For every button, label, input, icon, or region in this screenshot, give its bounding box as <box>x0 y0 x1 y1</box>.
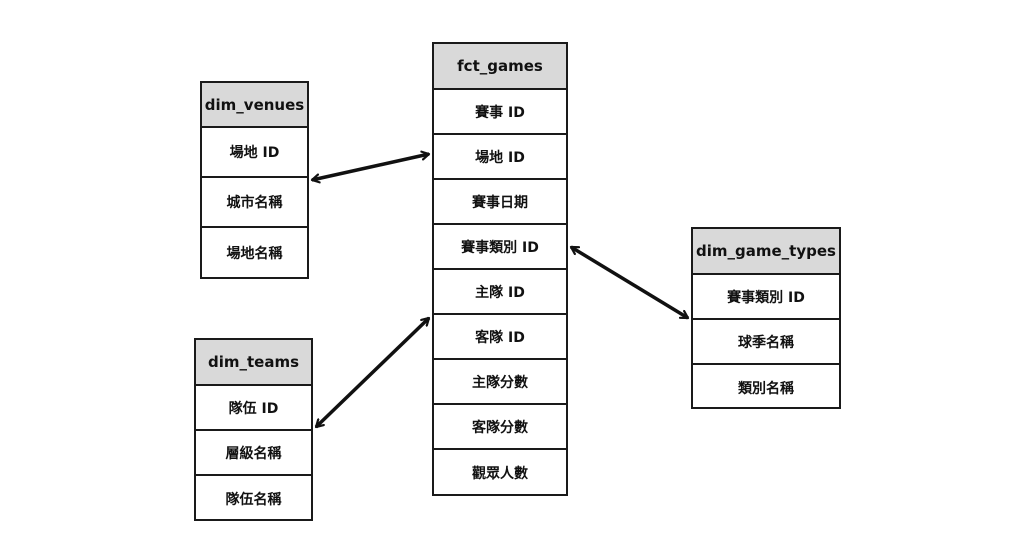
table-field: 觀眾人數 <box>472 465 528 482</box>
table-header: dim_venues <box>202 83 307 128</box>
table-header: dim_teams <box>196 340 311 386</box>
table-field: 賽事類別 ID <box>434 225 566 270</box>
table-field: 場地 ID <box>202 128 307 178</box>
table-dim-teams: dim_teams 隊伍 ID 層級名稱 隊伍名稱 <box>194 338 313 521</box>
table-dim-venues: dim_venues 場地 ID 城市名稱 場地名稱 <box>200 81 309 279</box>
table-header: fct_games <box>434 44 566 90</box>
table-field: 客隊 ID <box>434 315 566 360</box>
table-field: 隊伍 ID <box>196 386 311 431</box>
table-field: 場地 ID <box>434 135 566 180</box>
table-field: 球季名稱 <box>693 320 839 365</box>
table-field: 隊伍名稱 <box>225 491 282 508</box>
table-field: 客隊分數 <box>434 405 566 450</box>
table-fct-games: fct_games 賽事 ID 場地 ID 賽事日期 賽事類別 ID 主隊 ID… <box>432 42 568 496</box>
relationship-venues-games <box>312 154 429 180</box>
table-field: 場地名稱 <box>226 246 283 262</box>
table-field: 賽事類別 ID <box>693 275 839 320</box>
table-field: 層級名稱 <box>196 431 311 476</box>
relationship-teams-games <box>314 316 431 429</box>
table-dim-game-types: dim_game_types 賽事類別 ID 球季名稱 類別名稱 <box>691 227 841 409</box>
table-field: 賽事日期 <box>434 180 566 225</box>
relationship-games-game-types <box>571 245 688 320</box>
table-field: 類別名稱 <box>738 380 794 397</box>
table-field: 主隊 ID <box>434 270 566 315</box>
table-field: 賽事 ID <box>434 90 566 135</box>
table-field: 主隊分數 <box>434 360 566 405</box>
table-field: 城市名稱 <box>202 178 307 228</box>
table-header: dim_game_types <box>693 229 839 275</box>
